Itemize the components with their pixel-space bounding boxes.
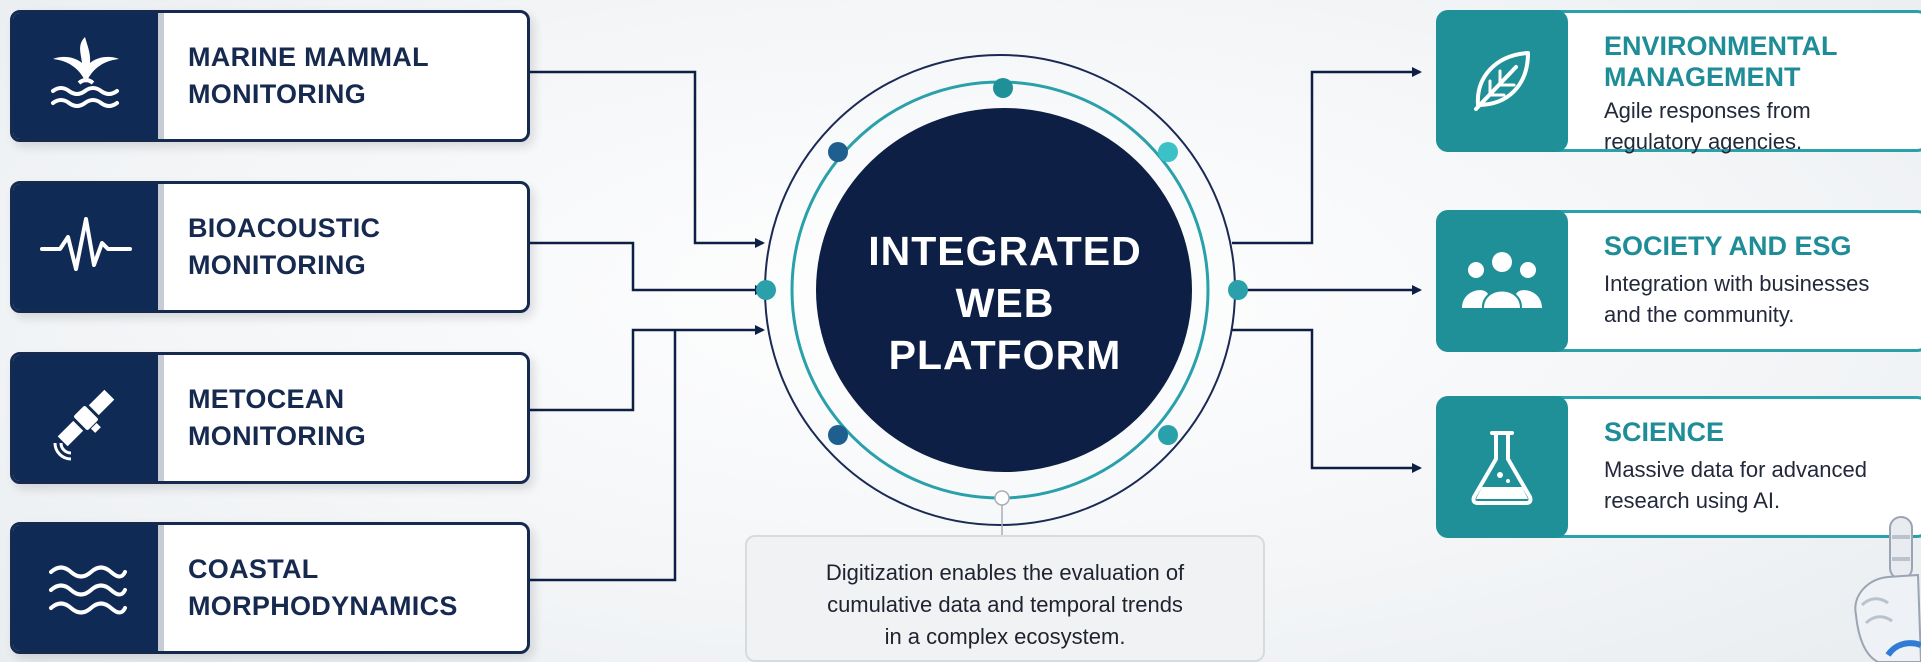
note-line-1: Digitization enables the evaluation of — [825, 560, 1185, 585]
hub-line-3: PLATFORM — [888, 332, 1122, 378]
output-desc-line-2: and the community. — [1604, 302, 1795, 327]
orbit-dot — [756, 280, 776, 300]
connector-bioacoustic — [530, 241, 765, 295]
leaf-icon — [1436, 10, 1568, 152]
orbit-dot — [1228, 280, 1248, 300]
output-desc-line-1: Integration with businesses — [1604, 271, 1870, 296]
output-desc-line-1: Agile responses from — [1604, 98, 1811, 123]
output-title-line-1: ENVIRONMENTAL — [1604, 31, 1838, 61]
note-box: Digitization enables the evaluation of c… — [745, 535, 1265, 662]
waveform-icon — [13, 184, 164, 310]
hub-title: INTEGRATED WEB PLATFORM — [820, 225, 1190, 381]
input-card-bioacoustic: BIOACOUSTIC MONITORING — [10, 181, 530, 313]
output-desc-line-2: regulatory agencies. — [1604, 129, 1803, 154]
robot-hand-icon — [1854, 516, 1921, 662]
input-label-line-2: MORPHODYNAMICS — [188, 591, 458, 621]
whale-tail-icon — [13, 13, 164, 139]
people-icon — [1436, 210, 1568, 352]
input-card-marine-mammal: MARINE MAMMAL MONITORING — [10, 10, 530, 142]
input-label-line-1: MARINE MAMMAL — [188, 42, 429, 72]
output-card-science: SCIENCE Massive data for advanced resear… — [1436, 396, 1921, 538]
connector-environmental — [1232, 67, 1422, 245]
note-line-3: in a complex ecosystem. — [884, 624, 1126, 649]
output-card-society: SOCIETY AND ESG Integration with busines… — [1436, 210, 1921, 352]
orbit-dot — [993, 78, 1013, 98]
satellite-icon — [13, 355, 164, 481]
note-anchor-dot — [994, 490, 1010, 506]
connector-coastal — [530, 330, 677, 582]
output-desc-line-1: Massive data for advanced — [1604, 457, 1867, 482]
output-desc-line-2: research using AI. — [1604, 488, 1781, 513]
orbit-dot — [1158, 142, 1178, 162]
input-label-line-1: BIOACOUSTIC — [188, 213, 381, 243]
input-label-line-1: METOCEAN — [188, 384, 345, 414]
input-label-line-1: COASTAL — [188, 554, 319, 584]
output-title-line-2: MANAGEMENT — [1604, 62, 1801, 92]
connector-marine-mammal — [530, 70, 765, 248]
hub-line-1: INTEGRATED — [868, 228, 1142, 274]
hub-line-2: WEB — [955, 280, 1055, 326]
orbit-dot — [828, 425, 848, 445]
input-label-line-2: MONITORING — [188, 79, 366, 109]
waves-icon — [13, 525, 164, 651]
output-title-line-1: SCIENCE — [1604, 417, 1725, 447]
input-label-line-2: MONITORING — [188, 250, 366, 280]
input-card-coastal: COASTAL MORPHODYNAMICS — [10, 522, 530, 654]
connector-metocean — [530, 325, 765, 412]
hub-circle — [816, 108, 1192, 472]
input-card-metocean: METOCEAN MONITORING — [10, 352, 530, 484]
connector-science — [1232, 328, 1422, 473]
note-line-2: cumulative data and temporal trends — [827, 592, 1183, 617]
input-label-line-2: MONITORING — [188, 421, 366, 451]
flask-icon — [1436, 396, 1568, 538]
orbit-dot — [1158, 425, 1178, 445]
orbit-dot — [828, 142, 848, 162]
output-card-environmental: ENVIRONMENTAL MANAGEMENT Agile responses… — [1436, 10, 1921, 154]
output-title-line-1: SOCIETY AND ESG — [1604, 231, 1852, 261]
